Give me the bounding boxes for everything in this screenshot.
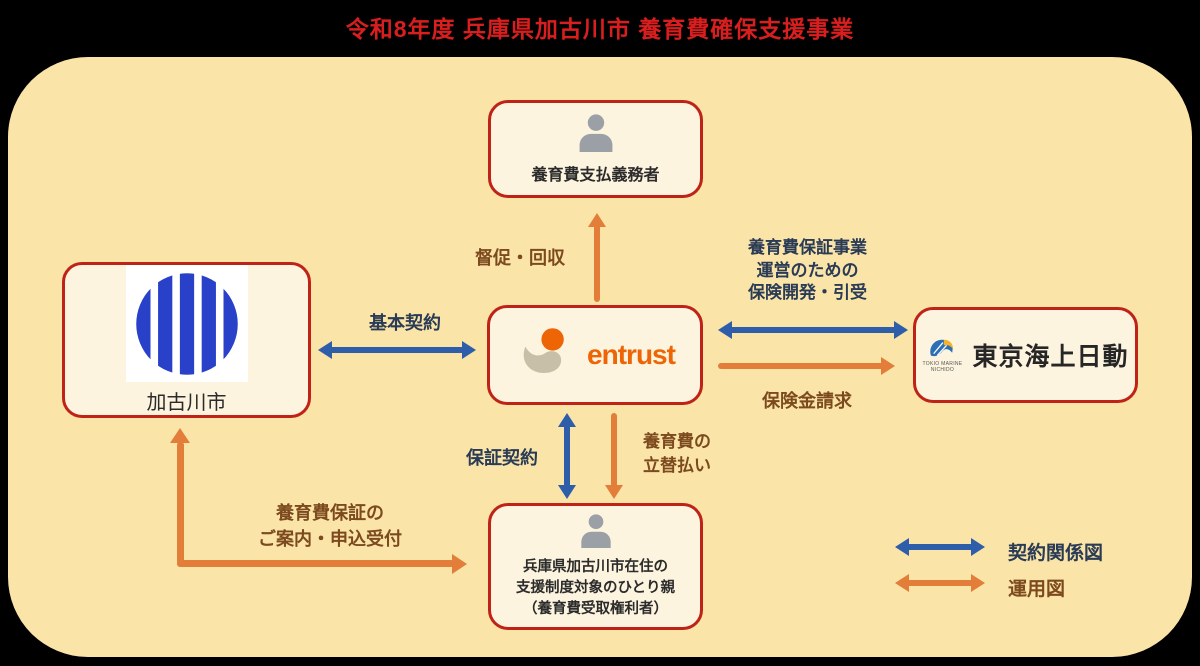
tokio-caption-line2: NICHIDO [930, 367, 955, 373]
node-obligor: 養育費支払義務者 [488, 100, 703, 198]
label-insurance-dev-line3: 保険開発・引受 [748, 283, 867, 302]
label-insurance-dev-line2: 運営のための [756, 260, 859, 280]
arrow-collection [588, 213, 606, 302]
arrow-application-up-head [170, 428, 190, 443]
legend-contract-arrow [895, 536, 985, 558]
legend-contract-label: 契約関係図 [1008, 543, 1104, 564]
person-icon [575, 113, 617, 157]
arrow-insurance-claim [718, 355, 895, 377]
arrow-advance-payment [605, 413, 623, 499]
node-tokio: TOKIO MARINE NICHIDO 東京海上日動 [913, 307, 1138, 403]
label-application-line2: ご案内・申込受付 [258, 529, 402, 549]
tokio-caption-line1: TOKIO MARINE [922, 361, 963, 367]
diagram-panel: 養育費支払義務者 加古川市 entrust [8, 57, 1192, 657]
node-entrust: entrust [487, 305, 703, 405]
label-insurance-dev-line1: 養育費保証事業 [748, 238, 867, 257]
label-advance-line2: 立替払い [643, 456, 711, 475]
legend-operation-label: 運用図 [1008, 579, 1066, 600]
label-insurance-claim: 保険金請求 [762, 391, 852, 411]
arrow-guarantee-contract [556, 413, 578, 499]
tokio-marine-emblem-icon: TOKIO MARINE NICHIDO [923, 337, 963, 373]
node-obligor-label: 養育費支払義務者 [531, 166, 660, 184]
entrust-logo-icon [515, 325, 579, 386]
label-application-line1: 養育費保証の [276, 503, 384, 523]
node-parent-line2: 支援制度対象のひとり親 [515, 579, 676, 596]
label-collection: 督促・回収 [475, 248, 565, 268]
arrow-application-vertical [176, 442, 184, 564]
arrow-insurance-dev [718, 319, 908, 341]
person-icon [577, 513, 615, 553]
kakogawa-emblem [125, 265, 248, 382]
page-title: 令和8年度 兵庫県加古川市 養育費確保支援事業 [345, 16, 855, 42]
arrow-application-right-head [452, 553, 467, 574]
node-parent-line1: 兵庫県加古川市在住の [522, 558, 668, 575]
entrust-wordmark: entrust [587, 339, 676, 370]
label-basic-contract: 基本契約 [369, 313, 441, 333]
label-advance-line1: 養育費の [643, 432, 711, 451]
arrow-basic-contract [318, 339, 476, 361]
arrow-application-horizontal [176, 560, 454, 567]
node-city: 加古川市 [62, 262, 311, 418]
legend-operation-arrow [895, 572, 985, 594]
label-guarantee-contract: 保証契約 [466, 448, 538, 468]
node-tokio-label: 東京海上日動 [972, 343, 1129, 371]
node-parent: 兵庫県加古川市在住の 支援制度対象のひとり親 （養育費受取権利者） [488, 503, 703, 630]
node-city-label: 加古川市 [146, 392, 227, 414]
node-parent-line3: （養育費受取権利者） [522, 600, 668, 617]
